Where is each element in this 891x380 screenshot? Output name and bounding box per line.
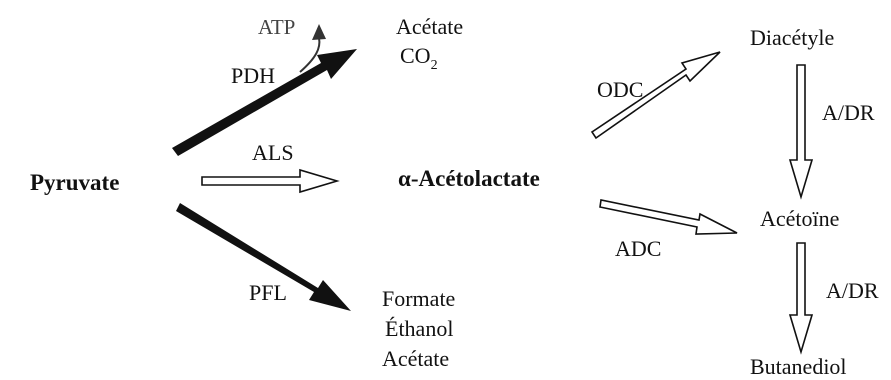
pdh-label: PDH [231, 63, 275, 88]
adr-upper-arrow [788, 64, 814, 200]
co2-main: CO [400, 43, 431, 68]
odc-label: ODC [597, 77, 643, 102]
acetate-label: Acétate [396, 14, 463, 39]
adc-label: ADC [615, 236, 661, 261]
odc-arrow [590, 51, 721, 140]
adr-upper-label: A/DR [822, 100, 875, 125]
formate-label: Formate [382, 286, 455, 311]
pdh-arrow [172, 49, 357, 156]
als-arrow [201, 168, 340, 194]
als-label: ALS [252, 140, 294, 165]
pfl-label: PFL [249, 280, 287, 305]
pyruvate-label: Pyruvate [30, 170, 119, 195]
co2-label: CO2 [400, 43, 438, 73]
pfl-arrow [176, 203, 351, 311]
butanediol-label: Butanediol [750, 354, 847, 379]
alpha-acetolactate-label: α-Acétolactate [398, 166, 540, 191]
diacetyle-label: Diacétyle [750, 25, 834, 50]
acetate-ferm-label: Acétate [382, 346, 449, 371]
ethanol-label: Éthanol [385, 316, 453, 341]
acetoine-label: Acétoïne [760, 206, 839, 231]
adc-arrow [599, 199, 738, 235]
co2-subscript: 2 [431, 58, 438, 73]
atp-arrow [299, 24, 326, 73]
atp-label: ATP [258, 15, 295, 39]
adr-lower-arrow [788, 242, 814, 355]
adr-lower-label: A/DR [826, 278, 879, 303]
